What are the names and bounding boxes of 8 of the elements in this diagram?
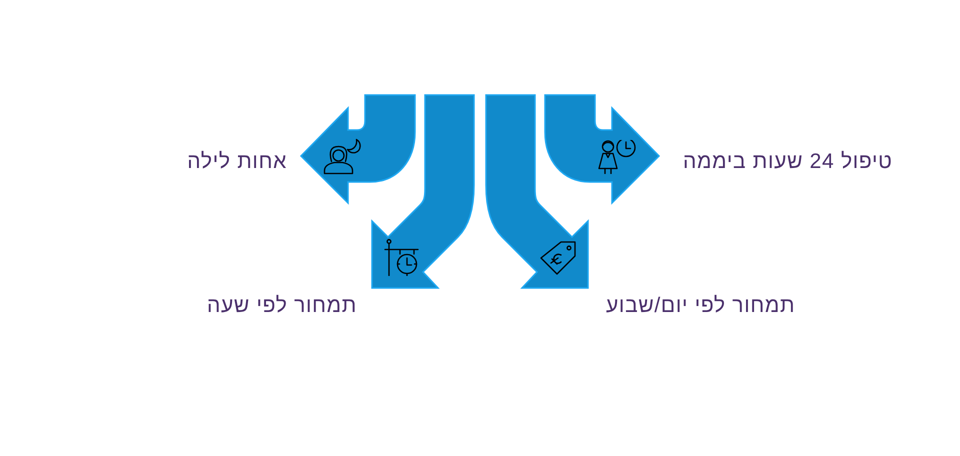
label: תמחור לפי שעה bbox=[206, 294, 357, 318]
label: תמחור לפי יום/שבוע bbox=[606, 294, 796, 318]
label: טיפול 24 שעות ביממה bbox=[683, 150, 893, 174]
block-arrow bbox=[544, 94, 660, 204]
block-arrow bbox=[371, 94, 475, 289]
block-arrow bbox=[485, 94, 589, 289]
block-arrow bbox=[300, 94, 416, 204]
label: אחות לילה bbox=[187, 150, 287, 174]
